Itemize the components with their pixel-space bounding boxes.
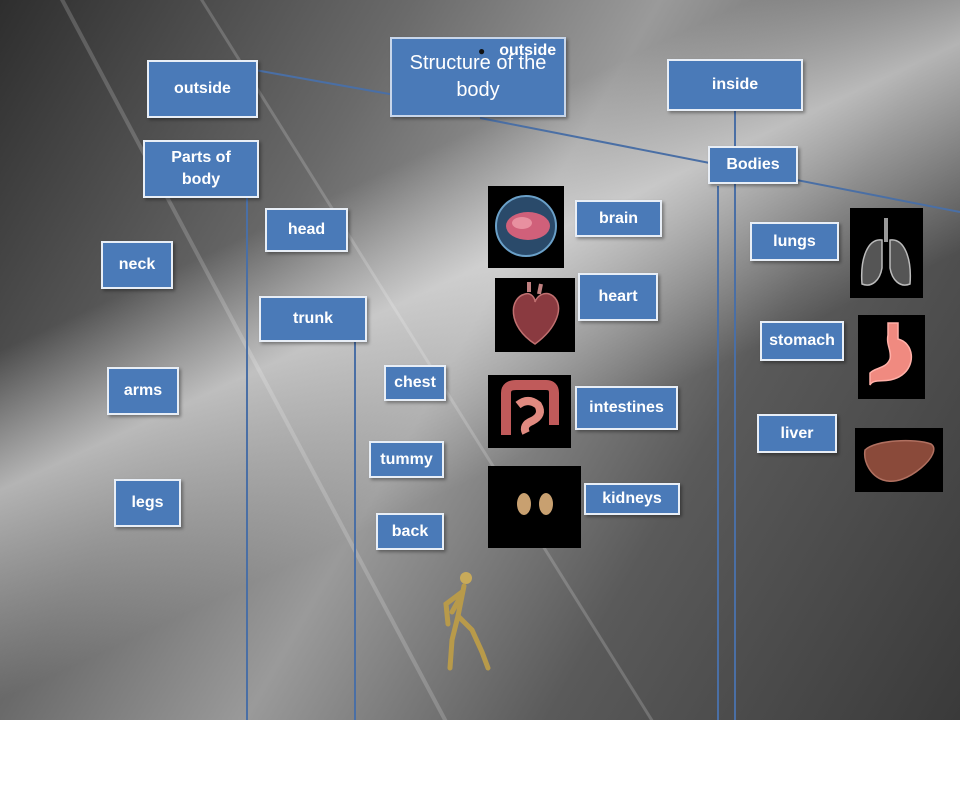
vertical-line-bodies (717, 186, 719, 720)
vertical-line-trunk (354, 342, 356, 720)
tummy-label: tummy (380, 450, 433, 468)
neck-label: neck (118, 256, 156, 274)
title-text: Structure of the body (409, 52, 547, 101)
bullet-dot-icon: ● (478, 43, 486, 58)
inside-label: inside (711, 76, 759, 94)
trunk-box[interactable]: trunk (259, 296, 367, 342)
heart-label: heart (598, 288, 638, 306)
connector-line (254, 69, 396, 96)
inside-box[interactable]: inside (667, 59, 803, 111)
intestines-label: intestines (589, 399, 664, 417)
vertical-line-inside (734, 110, 736, 720)
intestines-box[interactable]: intestines (575, 386, 678, 430)
outside-box[interactable]: outside (147, 60, 258, 118)
brain-box[interactable]: brain (575, 200, 662, 237)
bodies-label: Bodies (726, 156, 780, 174)
vertical-line-parts (246, 198, 248, 720)
arms-box[interactable]: arms (107, 367, 179, 415)
liver-box[interactable]: liver (757, 414, 837, 453)
bullet-overlay: ● outside (478, 42, 556, 60)
lungs-image (850, 208, 923, 298)
bullet-text: outside (499, 42, 557, 59)
trunk-label: trunk (293, 310, 333, 328)
skeleton-image (432, 568, 496, 680)
title-box[interactable]: Structure of the body (390, 37, 566, 117)
kidneys-box[interactable]: kidneys (584, 483, 680, 515)
head-box[interactable]: head (265, 208, 348, 252)
brain-label: brain (598, 209, 639, 227)
liver-label: liver (780, 424, 814, 442)
kidneys-label: kidneys (602, 490, 662, 508)
arms-label: arms (123, 382, 163, 400)
tummy-box[interactable]: tummy (369, 441, 444, 478)
lungs-label: lungs (773, 232, 816, 250)
back-label: back (391, 522, 429, 540)
stomach-label: stomach (769, 332, 835, 350)
heart-image (495, 278, 575, 352)
back-box[interactable]: back (376, 513, 444, 550)
chest-label: chest (394, 374, 436, 392)
parts-of-body-box[interactable]: Parts of body (143, 140, 259, 198)
heart-box[interactable]: heart (578, 273, 658, 321)
kidneys-image (488, 466, 581, 548)
intestines-image (488, 375, 571, 448)
parts-of-body-label: Parts of body (171, 149, 231, 188)
neck-box[interactable]: neck (101, 241, 173, 289)
brain-image (488, 186, 564, 268)
lungs-box[interactable]: lungs (750, 222, 839, 261)
stomach-image (858, 315, 925, 399)
bodies-box[interactable]: Bodies (708, 146, 798, 184)
head-label: head (287, 221, 326, 239)
liver-image (855, 428, 943, 492)
chest-box[interactable]: chest (384, 365, 446, 401)
stomach-box[interactable]: stomach (760, 321, 844, 361)
outside-label: outside (174, 80, 231, 98)
legs-box[interactable]: legs (114, 479, 181, 527)
legs-label: legs (131, 494, 164, 512)
